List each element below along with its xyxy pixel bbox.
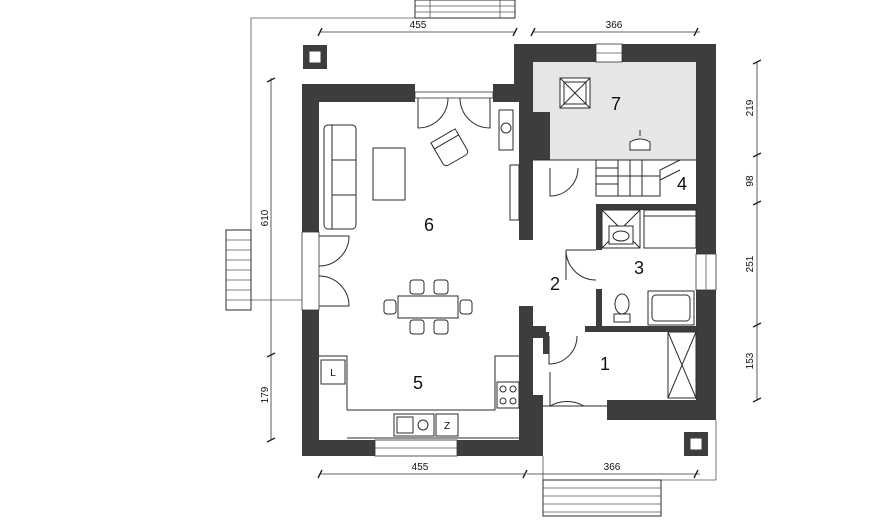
sofa [323,124,357,230]
armchair [430,128,469,167]
wall [519,338,533,456]
wall [533,395,543,407]
room-label-3: 3 [634,258,644,278]
dim-top-left: 455 [410,20,427,31]
fridge-label: Z [444,421,450,432]
room-label-5: 5 [413,373,423,393]
laundry-label: L [330,368,336,379]
room-label-6: 6 [424,215,434,235]
dim-left-lower: 179 [260,386,271,403]
wall [519,326,546,338]
wall [519,102,533,240]
wall [543,332,549,354]
dim-left-overall: 610 [260,209,271,226]
stairs [595,159,681,197]
dim-bottom-left: 455 [412,462,429,473]
wall [607,400,716,420]
wall [696,44,716,254]
wall [514,44,596,62]
dim-right-98: 98 [745,175,756,187]
wall [302,310,319,456]
terrace-door [301,231,320,311]
wall [596,204,602,250]
wall [302,440,375,456]
wall [585,326,696,332]
wall [622,44,716,62]
coffee-table [372,147,406,201]
dining-table [397,295,459,319]
wall [596,204,696,210]
cooktop [496,381,520,409]
wall [596,289,602,329]
wall [533,112,550,160]
dim-right-153: 153 [745,352,756,369]
dim-top-right: 366 [606,20,623,31]
dim-bottom-right: 366 [604,462,621,473]
wall [302,84,415,102]
washbasin-7 [629,138,651,151]
room-label-2: 2 [550,274,560,294]
patio-door [414,91,494,99]
toilet [613,293,631,323]
stove [498,109,514,151]
fridge-box [435,413,459,437]
dim-right-219: 219 [745,99,756,116]
room-label-4: 4 [677,174,687,194]
wall [696,290,716,420]
top-steps [414,0,516,19]
room-label-7: 7 [611,94,621,114]
laundry-box [320,359,346,385]
bathtub [647,290,695,326]
wall [302,84,319,232]
kitchen-counter [319,355,519,411]
room-label-1: 1 [600,354,610,374]
sink [393,413,435,437]
entrance-steps [542,479,662,517]
cabinet [509,164,520,221]
dim-right-251: 251 [745,255,756,272]
